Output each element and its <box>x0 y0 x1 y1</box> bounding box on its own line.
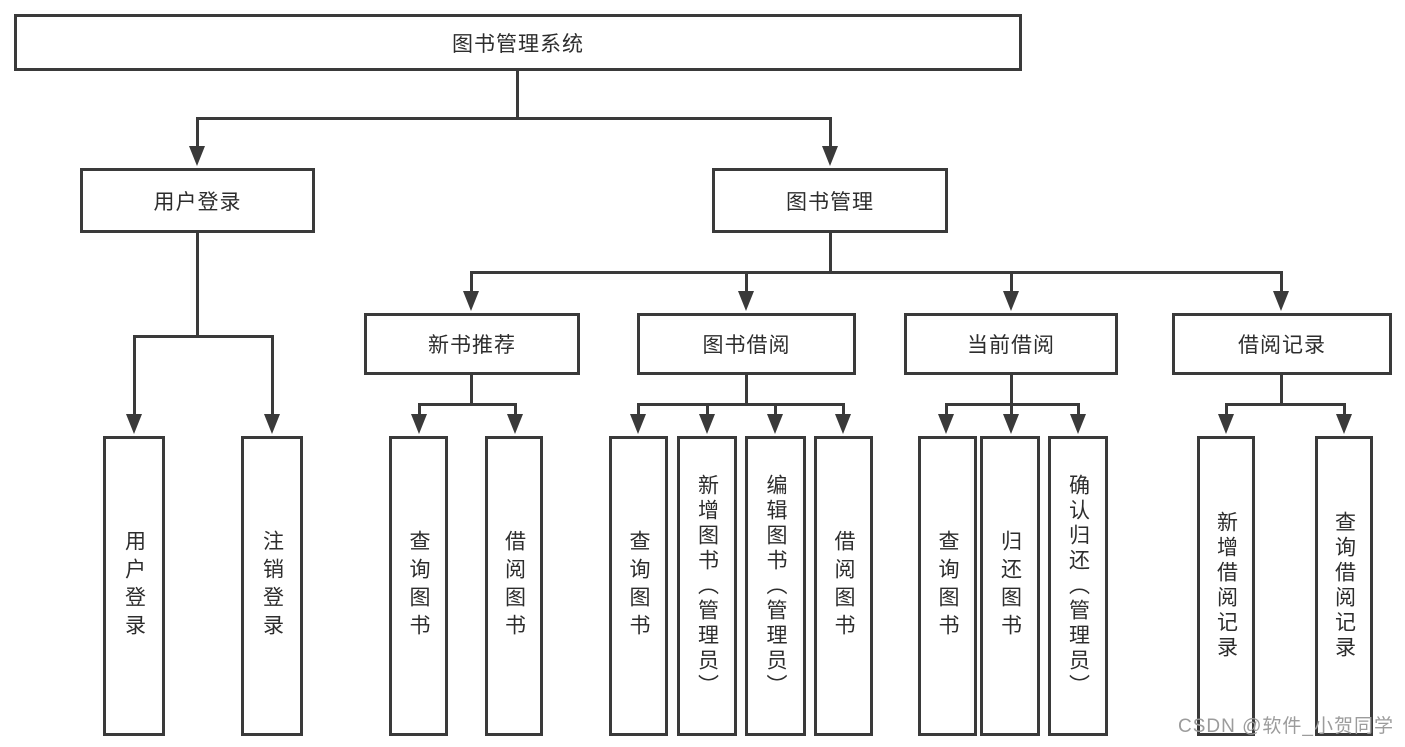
connector-line-horizontal <box>1224 402 1346 406</box>
arrow-down-icon <box>1218 414 1234 434</box>
node-label: 当前借阅 <box>967 334 1055 357</box>
connector-arrow-stem <box>270 336 274 414</box>
watermark: CSDN @软件_小贺同学 <box>1178 716 1394 737</box>
leaf-label: 新增图书（管理员） <box>695 473 719 699</box>
node-leaf-edit-books-admin: 编辑图书（管理员） <box>745 436 806 736</box>
node-library-management-system: 图书管理系统 <box>14 14 1022 71</box>
connector-arrow-stem <box>417 404 421 414</box>
connector-arrow-stem <box>513 404 517 414</box>
leaf-label: 注销登录 <box>260 530 284 642</box>
leaf-label: 归还图书 <box>998 530 1022 642</box>
connector-arrow-stem <box>1224 404 1228 414</box>
connector-arrow-stem <box>841 404 845 414</box>
node-book-borrowing: 图书借阅 <box>637 313 856 375</box>
connector-line-horizontal <box>195 116 832 120</box>
node-label: 图书借阅 <box>702 334 791 357</box>
node-book-management: 图书管理 <box>712 168 948 233</box>
arrow-down-icon <box>1003 291 1019 311</box>
node-leaf-query-books-borrow: 查询图书 <box>609 436 668 736</box>
arrow-down-icon <box>1336 414 1352 434</box>
node-leaf-user-login: 用户登录 <box>103 436 165 736</box>
connector-line-horizontal <box>417 402 517 406</box>
node-leaf-logout: 注销登录 <box>241 436 303 736</box>
arrow-down-icon <box>1003 414 1019 434</box>
arrow-down-icon <box>126 414 142 434</box>
node-label: 图书管理系统 <box>452 32 584 56</box>
node-leaf-add-books-admin: 新增图书（管理员） <box>677 436 737 736</box>
connector-arrow-stem <box>705 404 709 414</box>
leaf-label: 借阅图书 <box>502 530 526 642</box>
node-leaf-return-books: 归还图书 <box>980 436 1040 736</box>
connector-arrow-stem <box>944 404 948 414</box>
connector-arrow-stem <box>744 272 748 291</box>
arrow-down-icon <box>938 414 954 434</box>
node-user-login: 用户登录 <box>80 168 315 233</box>
node-leaf-borrow-books: 借阅图书 <box>814 436 873 736</box>
leaf-label: 查询图书 <box>627 530 650 642</box>
connector-arrow-stem <box>1279 272 1283 291</box>
leaf-label: 查询借阅记录 <box>1332 511 1356 661</box>
connector-arrow-stem <box>132 336 136 414</box>
connector-line-horizontal <box>469 270 1283 274</box>
node-leaf-query-books-current: 查询图书 <box>918 436 977 736</box>
arrow-down-icon <box>463 291 479 311</box>
arrow-down-icon <box>264 414 280 434</box>
leaf-label: 查询图书 <box>407 530 430 642</box>
node-leaf-query-books-recommend: 查询图书 <box>389 436 448 736</box>
node-label: 新书推荐 <box>428 334 516 357</box>
connector-line-horizontal <box>132 334 274 338</box>
connector-line-vertical <box>828 233 832 272</box>
arrow-down-icon <box>507 414 523 434</box>
arrow-down-icon <box>767 414 783 434</box>
connector-arrow-stem <box>469 272 473 291</box>
leaf-label: 编辑图书（管理员） <box>764 473 787 699</box>
leaf-label: 借阅图书 <box>832 530 855 642</box>
arrow-down-icon <box>738 291 754 311</box>
node-new-book-recommend: 新书推荐 <box>364 313 580 375</box>
leaf-label: 用户登录 <box>122 530 146 642</box>
arrow-down-icon <box>411 414 427 434</box>
node-leaf-borrow-books-recommend: 借阅图书 <box>485 436 543 736</box>
connector-arrow-stem <box>636 404 640 414</box>
arrow-down-icon <box>630 414 646 434</box>
leaf-label: 新增借阅记录 <box>1214 511 1238 661</box>
connector-arrow-stem <box>828 118 832 146</box>
connector-arrow-stem <box>195 118 199 146</box>
node-leaf-confirm-return-admin: 确认归还（管理员） <box>1048 436 1108 736</box>
leaf-label: 确认归还（管理员） <box>1066 473 1090 699</box>
connector-line-vertical <box>515 71 519 118</box>
connector-line-vertical <box>744 375 748 404</box>
connector-line-vertical <box>1279 375 1283 404</box>
arrow-down-icon <box>835 414 851 434</box>
connector-arrow-stem <box>1076 404 1080 414</box>
arrow-down-icon <box>1070 414 1086 434</box>
connector-arrow-stem <box>1342 404 1346 414</box>
connector-arrow-stem <box>1009 404 1013 414</box>
arrow-down-icon <box>189 146 205 166</box>
connector-line-vertical <box>195 233 199 336</box>
arrow-down-icon <box>699 414 715 434</box>
connector-line-vertical <box>1009 375 1013 404</box>
arrow-down-icon <box>822 146 838 166</box>
connector-arrow-stem <box>1009 272 1013 291</box>
node-label: 借阅记录 <box>1238 334 1326 357</box>
leaf-label: 查询图书 <box>936 530 959 642</box>
node-label: 用户登录 <box>153 190 242 214</box>
node-label: 图书管理 <box>786 190 874 214</box>
connector-line-horizontal <box>636 402 845 406</box>
node-current-borrowing: 当前借阅 <box>904 313 1118 375</box>
node-leaf-add-borrow-record: 新增借阅记录 <box>1197 436 1255 736</box>
connector-arrow-stem <box>773 404 777 414</box>
arrow-down-icon <box>1273 291 1289 311</box>
connector-line-vertical <box>469 375 473 404</box>
node-borrowing-records: 借阅记录 <box>1172 313 1392 375</box>
node-leaf-query-borrow-record: 查询借阅记录 <box>1315 436 1373 736</box>
